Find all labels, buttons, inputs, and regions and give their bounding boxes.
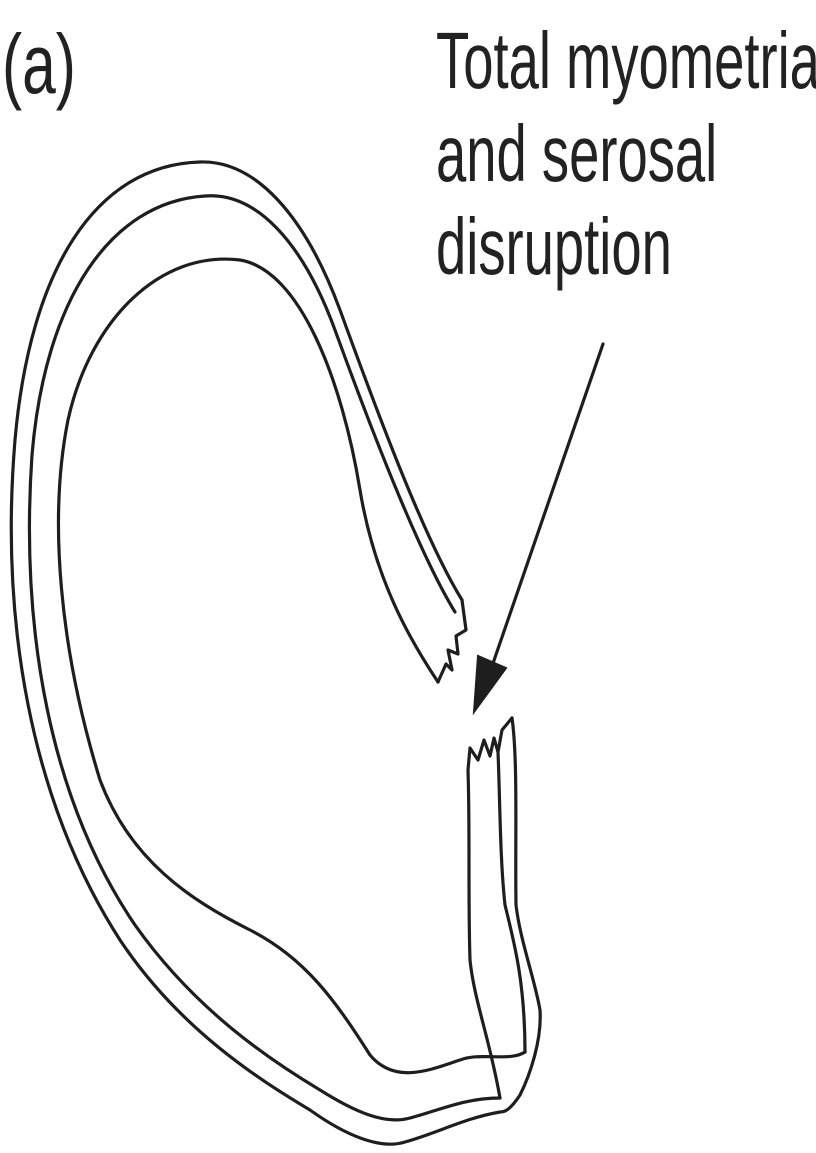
middle-wall-line bbox=[29, 196, 500, 1120]
upper-tear-edge bbox=[438, 600, 466, 682]
arrow-shaft bbox=[490, 344, 603, 672]
arrow-head bbox=[474, 656, 506, 712]
lower-tear-edge bbox=[468, 718, 512, 770]
lower-segment-inner bbox=[498, 752, 525, 1052]
lower-segment-cavity bbox=[468, 770, 500, 1098]
outer-wall-line bbox=[11, 162, 500, 1144]
